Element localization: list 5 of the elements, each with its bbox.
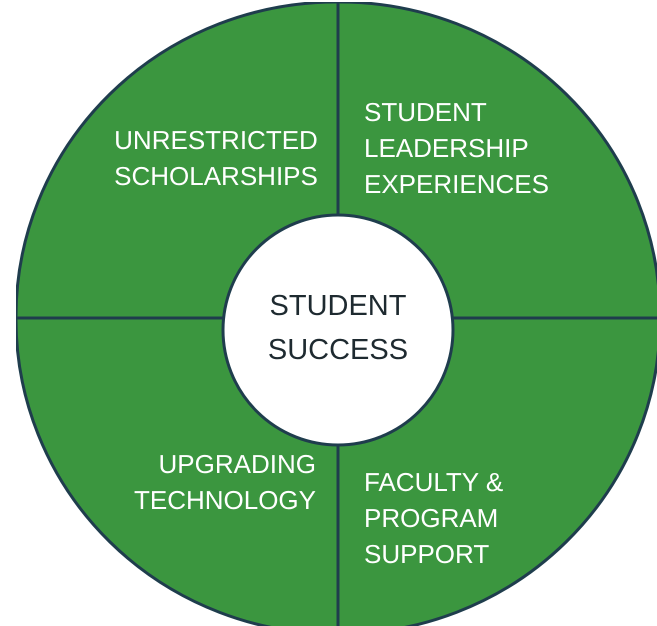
sector-label: UNRESTRICTED SCHOLARSHIPS [113, 124, 319, 193]
center-label: STUDENT SUCCESS [266, 289, 410, 368]
sector-label: UPGRADING TECHNOLOGY [132, 448, 316, 517]
sector-label: FACULTY & PROGRAM SUPPORT [364, 466, 504, 571]
sector-label: STUDENT LEADERSHIP EXPERIENCES [364, 96, 550, 201]
